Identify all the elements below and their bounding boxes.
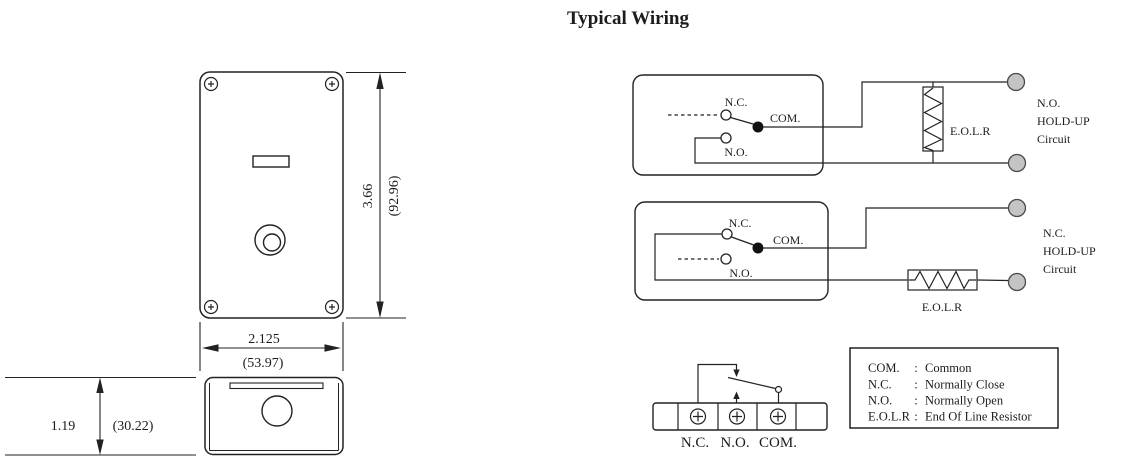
lever-line	[727, 376, 776, 390]
holdup-terminal-bottom	[1007, 153, 1027, 173]
legend-desc: Normally Open	[925, 394, 1004, 408]
side-depth-dimension	[5, 376, 196, 456]
nc-contact	[721, 228, 733, 240]
no-contact	[720, 132, 732, 144]
front-view-drawing	[199, 71, 344, 319]
legend-row-com: COM. : Common	[868, 361, 972, 375]
dim-height-mm: (92.96)	[387, 175, 402, 216]
terminal-switch-schematic	[697, 363, 783, 403]
corner-screw-top-left	[203, 76, 219, 92]
terminal-block: N.C. N.O. COM.	[652, 363, 828, 451]
terminal-screw-com	[769, 408, 787, 425]
legend-term: N.O.	[868, 394, 892, 408]
legend-separator: :	[914, 378, 917, 392]
legend-desc: Normally Close	[925, 378, 1005, 392]
dim-arrowhead-up	[96, 377, 104, 393]
dim-height-inches: 3.66	[361, 184, 376, 209]
terminal-strip-outline	[652, 402, 828, 431]
switch-box	[634, 201, 829, 301]
side-lid-slot	[229, 382, 324, 390]
circuit-type-line3: Circuit	[1037, 132, 1071, 146]
down-arrowhead	[733, 369, 740, 377]
no-label: N.O.	[724, 145, 747, 159]
front-slot	[252, 155, 290, 168]
nc-output-wire	[654, 233, 908, 281]
legend-desc: End Of Line Resistor	[925, 410, 1032, 424]
com-contact	[752, 242, 764, 254]
holdup-terminal-bottom	[1007, 272, 1027, 292]
corner-screw-bottom-left	[203, 299, 219, 315]
nc-holdup-circuit: N.C. COM. N.O. E.O.L.R N.C. HOLD-UP Circ…	[634, 198, 1096, 314]
legend-term: N.C.	[868, 378, 892, 392]
switch-lever	[730, 116, 757, 126]
circuit-type-line2: HOLD-UP	[1037, 114, 1090, 128]
com-label: COM.	[770, 111, 800, 125]
front-width-dimension	[199, 322, 344, 371]
dim-arrowhead-down	[376, 301, 384, 318]
circuit-type-line2: HOLD-UP	[1043, 244, 1096, 258]
com-contact	[752, 121, 764, 133]
legend-row-eolr: E.O.L.R : End Of Line Resistor	[868, 410, 1032, 424]
eolr-resistor	[907, 269, 1009, 291]
legend-term: COM.	[868, 361, 900, 375]
front-button-inner	[262, 233, 282, 252]
dim-arrowhead-left	[202, 344, 219, 352]
legend-separator: :	[914, 394, 917, 408]
legend-box: COM. : Common N.C. : Normally Close N.O.…	[849, 347, 1059, 429]
legend-term: E.O.L.R	[868, 410, 911, 424]
dim-arrowhead-right	[324, 344, 341, 352]
com-label: COM.	[773, 233, 803, 247]
no-label: N.O.	[729, 266, 752, 280]
side-view-drawing	[204, 376, 344, 456]
com-output-wire	[763, 81, 1008, 128]
enclosure-side-inner-line	[209, 383, 339, 451]
eolr-label: E.O.L.R	[950, 124, 990, 138]
no-contact	[720, 253, 732, 265]
eolr-resistor	[922, 82, 944, 163]
dim-width-mm: (53.97)	[243, 356, 284, 371]
legend-outline	[849, 347, 1059, 429]
lever-pivot	[774, 385, 783, 394]
dim-depth-inches: 1.19	[51, 419, 76, 434]
holdup-terminal-top	[1006, 72, 1026, 92]
circuit-type-line3: Circuit	[1043, 262, 1077, 276]
terminal-strip-separators	[677, 403, 797, 430]
terminal-label-com: COM.	[759, 435, 797, 451]
terminal-screw-no	[728, 408, 746, 425]
terminal-label-nc: N.C.	[681, 435, 709, 451]
legend-row-no: N.O. : Normally Open	[868, 394, 1004, 408]
dim-depth-mm: (30.22)	[113, 419, 154, 434]
holdup-terminal-top	[1007, 198, 1027, 218]
dim-width-inches: 2.125	[248, 332, 280, 347]
no-holdup-circuit: N.C. COM. N.O. E.O.L.R N.O. HOLD-UP Circ…	[632, 72, 1090, 176]
terminal-screw-nc	[689, 408, 707, 425]
legend-desc: Common	[925, 361, 972, 375]
legend-separator: :	[914, 361, 917, 375]
dim-arrowhead-up	[376, 72, 384, 89]
enclosure-side-outline	[204, 376, 344, 456]
side-button	[261, 395, 293, 427]
front-button-outer	[254, 224, 286, 256]
front-height-dimension	[346, 71, 406, 319]
com-output-wire	[763, 207, 1008, 249]
enclosure-front-outline	[199, 71, 344, 319]
circuit-type-line1: N.O.	[1037, 96, 1060, 110]
page-title: Typical Wiring	[567, 8, 689, 29]
nc-contact	[720, 109, 732, 121]
dim-arrowhead-down	[96, 439, 104, 455]
terminal-label-no: N.O.	[720, 435, 749, 451]
corner-screw-bottom-right	[324, 299, 340, 315]
circuit-type-line1: N.C.	[1043, 226, 1066, 240]
nc-label: N.C.	[725, 95, 748, 109]
no-output-wire	[694, 137, 1008, 164]
legend-separator: :	[914, 410, 917, 424]
legend-row-nc: N.C. : Normally Close	[868, 378, 1005, 392]
nc-label: N.C.	[729, 216, 752, 230]
switch-lever	[731, 236, 757, 247]
corner-screw-top-right	[324, 76, 340, 92]
eolr-label: E.O.L.R	[922, 300, 962, 314]
switch-box	[632, 74, 824, 176]
up-arrowhead	[733, 391, 740, 399]
